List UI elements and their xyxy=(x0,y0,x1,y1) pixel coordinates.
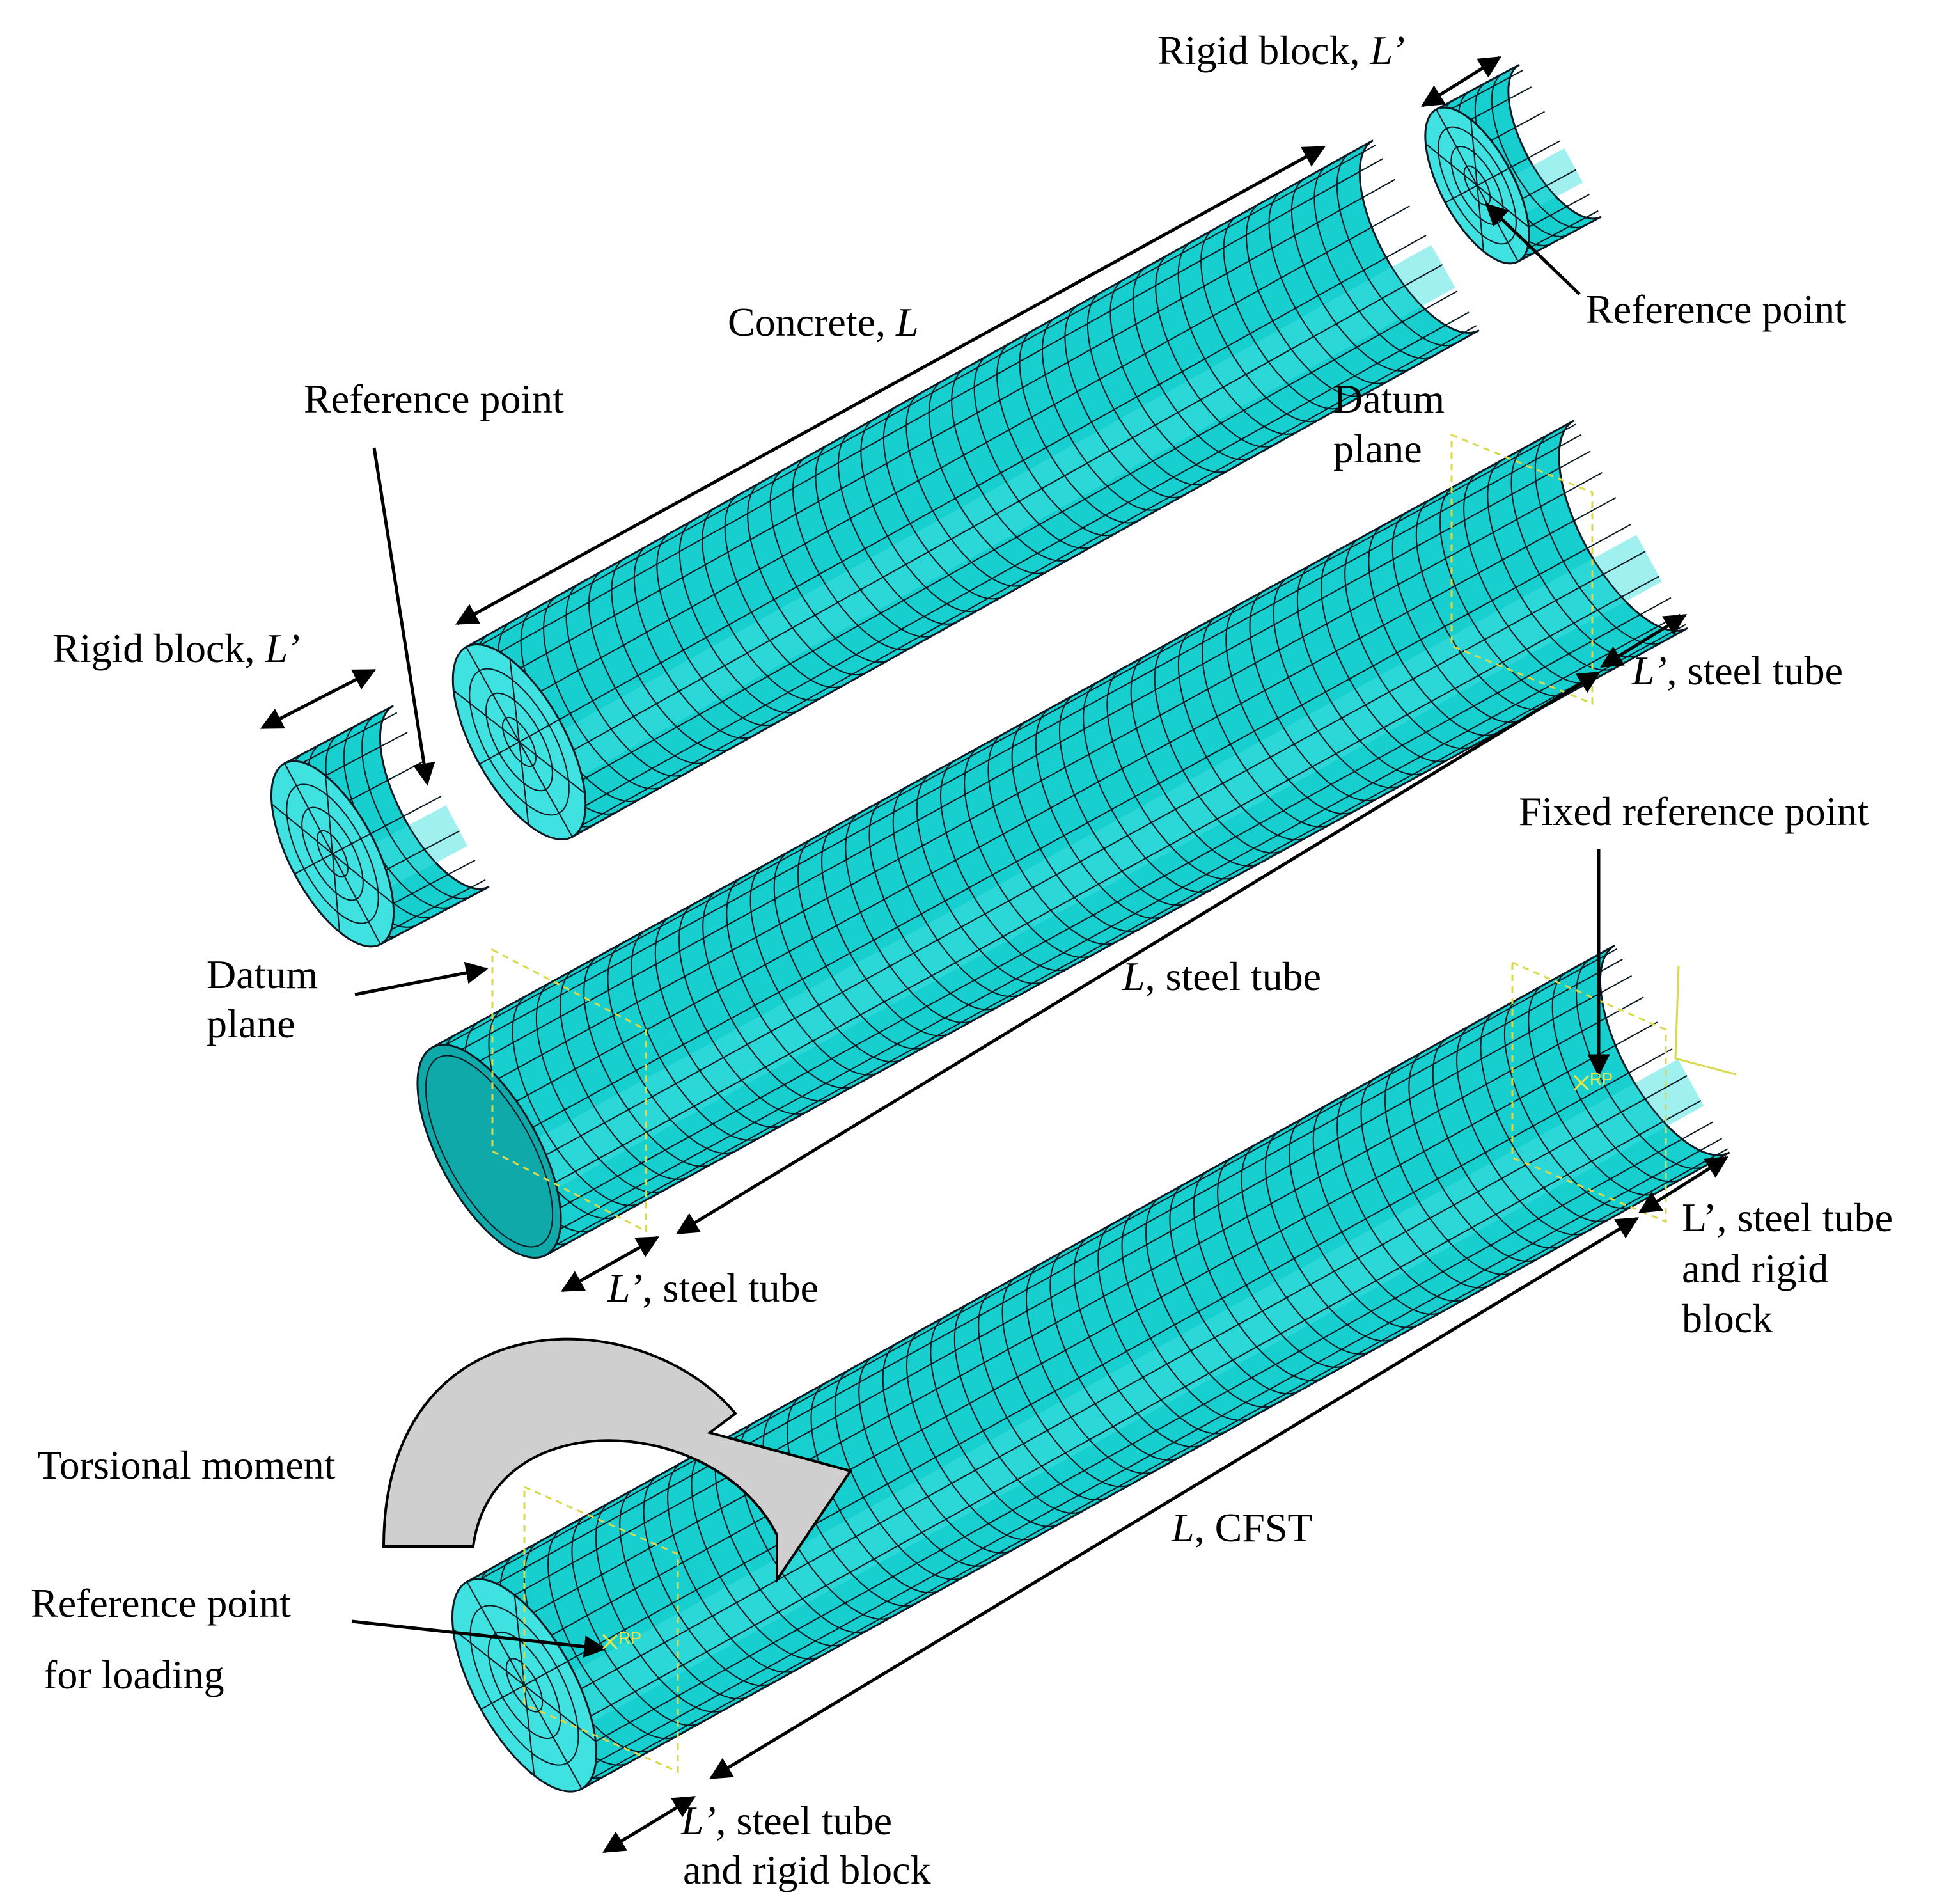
axis-triad xyxy=(1674,965,1737,1076)
arrow-rigid-top xyxy=(1421,56,1501,107)
arrow-datum-left xyxy=(354,961,489,996)
mesh-bodies xyxy=(270,63,1730,1793)
rp-load-marker: RP xyxy=(602,1628,641,1650)
datum-plane-left xyxy=(491,948,647,1233)
label-datum-plane-top-2: plane xyxy=(1333,426,1422,471)
rigid-block-top-right xyxy=(1424,63,1602,265)
label-datum-plane-left-1: Datum xyxy=(207,952,318,997)
arrow-bottom-rigid xyxy=(602,1795,696,1853)
label-steel-tube-left: L’, steel tube xyxy=(607,1265,819,1310)
arrow-concrete-length xyxy=(455,145,1326,625)
label-rigid-right-2: and rigid xyxy=(1682,1246,1828,1291)
label-reference-point-top-right: Reference point xyxy=(1586,287,1846,332)
label-rigid-right-1: L’, steel tube xyxy=(1682,1195,1893,1240)
label-rigid-right-3: block xyxy=(1682,1296,1773,1341)
label-reference-point-left: Reference point xyxy=(304,376,564,421)
label-steel-tube-right: L’, steel tube xyxy=(1631,648,1843,693)
arrow-refpoint-left xyxy=(372,447,435,786)
label-torsional-moment: Torsional moment xyxy=(37,1442,336,1488)
arrow-rigid-left xyxy=(260,668,377,730)
label-fixed-reference-point: Fixed reference point xyxy=(1519,789,1869,834)
rigid-block-left xyxy=(270,705,490,948)
arrows xyxy=(260,56,1728,1853)
label-cfst: L, CFST xyxy=(1171,1505,1313,1550)
label-concrete: Concrete, L xyxy=(728,299,919,345)
label-bottom-rigid-2: and rigid block xyxy=(683,1847,930,1892)
rp-load-tag: RP xyxy=(618,1628,641,1648)
rp-fixed-marker: RP xyxy=(1573,1069,1613,1091)
label-reference-point-loading-2: for loading xyxy=(43,1652,224,1697)
arrow-steel-left xyxy=(560,1236,660,1293)
rp-markers: RP RP xyxy=(602,1069,1613,1650)
label-bottom-rigid-1: L’, steel tube xyxy=(680,1798,892,1843)
arrow-steel-right xyxy=(1600,613,1687,668)
label-steel-tube-length: L, steel tube xyxy=(1122,954,1321,999)
arrow-cfst-length xyxy=(709,1216,1639,1780)
labels: Rigid block, L’ Reference point Concrete… xyxy=(31,28,1893,1892)
label-datum-plane-top-1: Datum xyxy=(1333,376,1445,421)
arrow-steel-length xyxy=(676,671,1601,1235)
label-datum-plane-left-2: plane xyxy=(207,1001,295,1046)
datum-plane-load xyxy=(523,1485,679,1774)
label-rigid-block-left: Rigid block, L’ xyxy=(52,625,300,671)
label-reference-point-loading-1: Reference point xyxy=(31,1580,291,1626)
arrow-refpoint-top-right xyxy=(1485,203,1581,295)
rp-fixed-tag: RP xyxy=(1590,1069,1613,1089)
label-rigid-block-top: Rigid block, L’ xyxy=(1157,28,1405,73)
arrow-refload xyxy=(351,1619,607,1658)
arrow-rigid-right xyxy=(1638,1156,1728,1214)
